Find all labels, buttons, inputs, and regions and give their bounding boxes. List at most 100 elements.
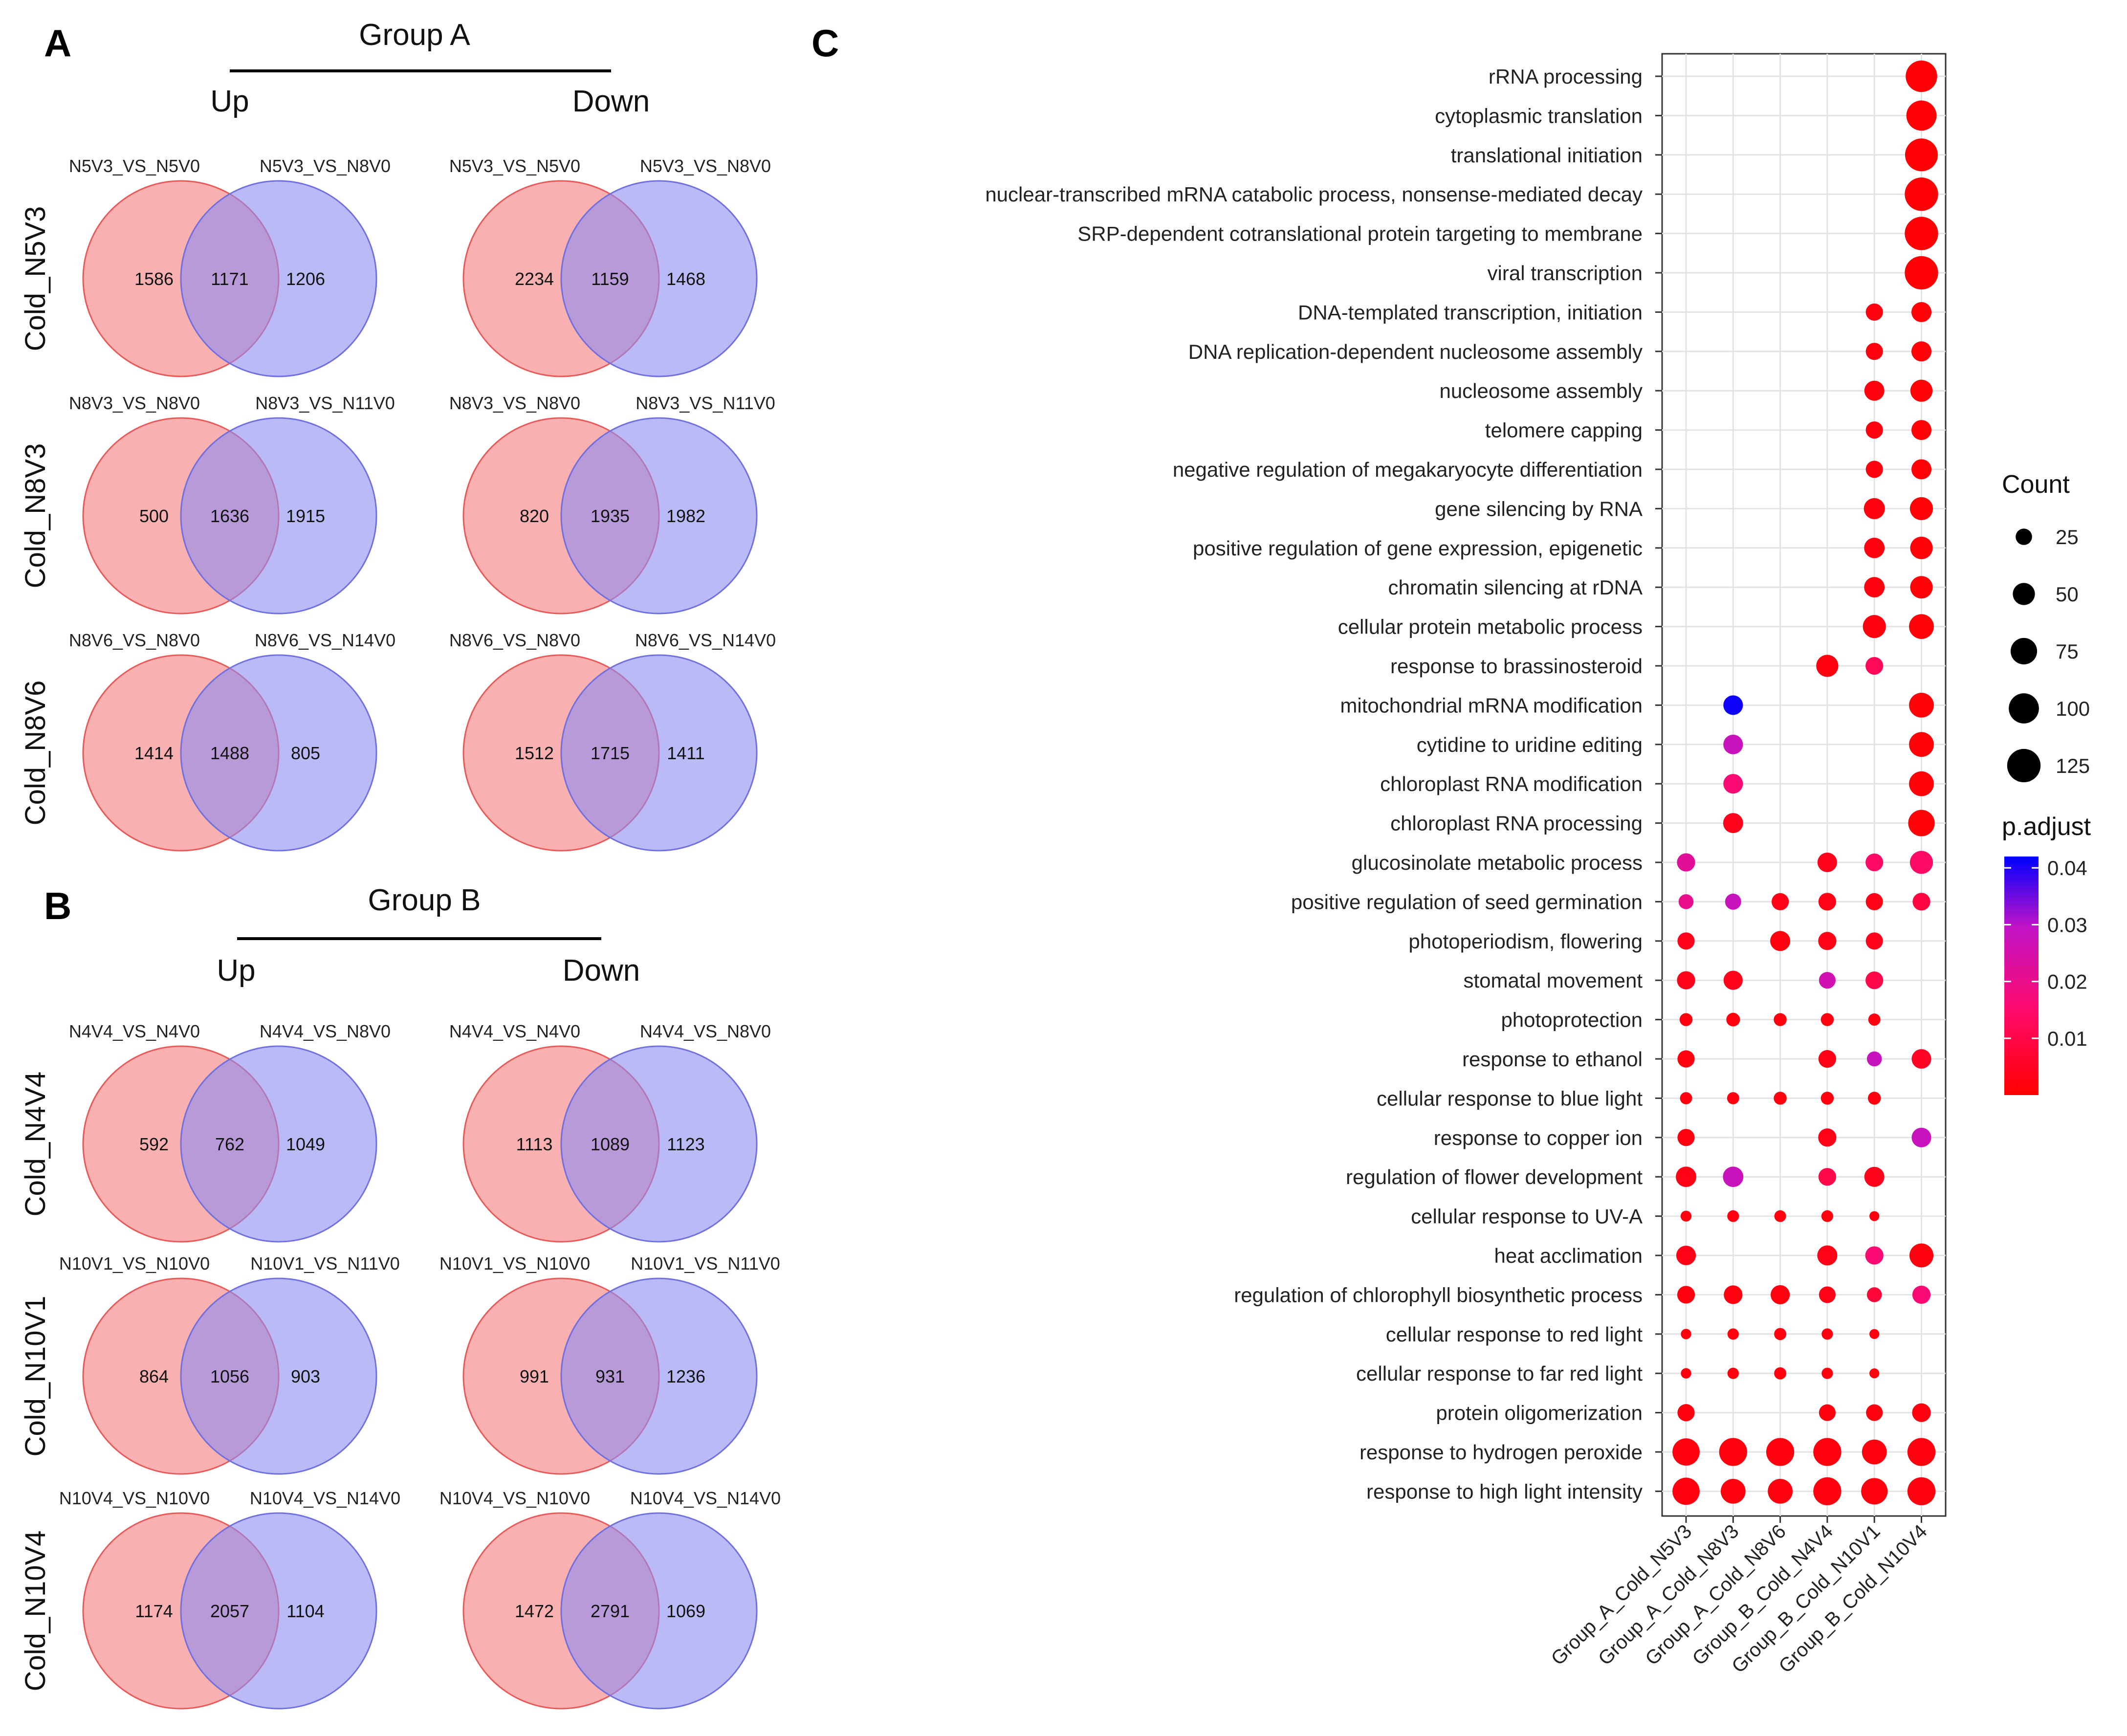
y-tick-label: rRNA processing <box>1489 65 1643 88</box>
venn-count-overlap: 1056 <box>210 1366 249 1386</box>
y-tick-label: glucosinolate metabolic process <box>1352 851 1643 874</box>
y-tick-label: viral transcription <box>1488 262 1643 285</box>
venn-count-right-only: 1104 <box>286 1601 324 1621</box>
dot <box>1909 851 1933 874</box>
dot <box>1866 1404 1883 1421</box>
count-legend-key <box>2013 583 2035 605</box>
panel-b-letter: B <box>44 884 71 927</box>
venn-circle-right <box>560 1512 758 1710</box>
venn-set-name-right: N10V1_VS_N11V0 <box>250 1253 400 1274</box>
dot <box>1676 1245 1696 1266</box>
venn-count-overlap: 931 <box>595 1366 625 1386</box>
count-legend-key <box>2007 748 2041 783</box>
y-tick-label: positive regulation of seed germination <box>1291 890 1643 913</box>
count-legend-key <box>2016 528 2032 545</box>
dot <box>1681 1329 1691 1340</box>
dot <box>1864 537 1885 558</box>
venn-count-right-only: 1468 <box>666 269 705 289</box>
y-tick-label: chloroplast RNA processing <box>1390 812 1643 835</box>
dot <box>1819 1404 1836 1421</box>
count-legend-title: Count <box>2002 470 2070 499</box>
y-tick-label: DNA-templated transcription, initiation <box>1298 301 1643 324</box>
dot <box>1719 1438 1747 1466</box>
panel-c-letter: C <box>811 22 839 65</box>
dot <box>1865 1246 1884 1265</box>
venn-count-right-only: 1236 <box>666 1366 705 1386</box>
dot <box>1677 853 1695 872</box>
y-tick-label: chromatin silencing at rDNA <box>1388 576 1643 599</box>
dotplot-x-labels: Group_A_Cold_N5V3Group_A_Cold_N8V3Group_… <box>1547 1516 1931 1677</box>
venn-row-label: Cold_N8V6 <box>20 681 51 826</box>
venn-circle-right <box>180 417 377 615</box>
dot <box>1864 380 1885 401</box>
dot <box>1726 1012 1740 1027</box>
venn-circle-right <box>560 1277 758 1475</box>
venn-count-overlap: 1488 <box>210 743 249 763</box>
dot <box>1864 498 1885 519</box>
dot <box>1865 932 1883 950</box>
dot <box>1911 1127 1931 1147</box>
dot <box>1910 536 1933 559</box>
dot <box>1864 1166 1885 1187</box>
panel-b-down-label: Down <box>563 954 640 988</box>
panel-b-up-label: Up <box>217 954 255 988</box>
dot <box>1862 1439 1887 1465</box>
venn-row-label: Cold_N10V1 <box>20 1296 51 1457</box>
venn-count-left-only: 1174 <box>135 1601 173 1621</box>
venn-count-overlap: 1715 <box>591 743 630 763</box>
y-tick-label: protein oligomerization <box>1436 1402 1643 1425</box>
dot <box>1677 1404 1695 1422</box>
y-tick-label: photoprotection <box>1501 1009 1643 1032</box>
y-tick-label: SRP-dependent cotranslational protein ta… <box>1077 222 1643 245</box>
venn-set-name-left: N5V3_VS_N5V0 <box>449 156 580 176</box>
dot <box>1865 853 1884 872</box>
dot <box>1817 1245 1838 1266</box>
dot <box>1868 1013 1881 1026</box>
count-legend-label: 125 <box>2056 754 2090 777</box>
venn-count-right-only: 1069 <box>666 1601 705 1621</box>
y-tick-label: translational initiation <box>1451 144 1643 167</box>
venn-set-name-right: N5V3_VS_N8V0 <box>640 156 771 176</box>
dot <box>1821 1367 1833 1379</box>
dot <box>1724 1285 1743 1304</box>
venn-count-overlap: 1935 <box>591 506 630 526</box>
dot <box>1865 461 1883 478</box>
dot <box>1821 1210 1833 1222</box>
dot <box>1723 774 1743 794</box>
venn-count-overlap: 1636 <box>210 506 249 526</box>
padjust-tick-label: 0.02 <box>2047 970 2087 993</box>
dot <box>1909 693 1934 718</box>
panel-b-group-title: Group B <box>368 883 481 917</box>
y-tick-label: cellular response to UV-A <box>1411 1205 1643 1228</box>
dot <box>1905 177 1938 211</box>
dot <box>1723 1166 1744 1187</box>
y-tick-label: response to ethanol <box>1462 1048 1643 1071</box>
padjust-tick-label: 0.01 <box>2047 1027 2087 1050</box>
venn-row-label: Cold_N5V3 <box>20 206 51 352</box>
dot <box>1770 931 1791 951</box>
venn-set-name-left: N10V4_VS_N10V0 <box>439 1488 590 1508</box>
panel-a-group-title: Group A <box>359 18 470 52</box>
dot <box>1818 1128 1837 1147</box>
venn-count-overlap: 762 <box>215 1134 244 1154</box>
dot <box>1723 695 1743 715</box>
dot <box>1677 1050 1695 1068</box>
dot <box>1678 894 1694 909</box>
dot <box>1909 497 1933 520</box>
padjust-colorbar <box>2004 857 2039 1095</box>
venn-count-overlap: 1171 <box>211 269 248 289</box>
dot <box>1771 1285 1790 1304</box>
y-tick-label: response to high light intensity <box>1366 1480 1643 1503</box>
venn-count-left-only: 592 <box>139 1134 169 1154</box>
y-tick-label: chloroplast RNA modification <box>1380 772 1643 795</box>
dot <box>1820 1013 1834 1026</box>
dot <box>1867 1092 1881 1105</box>
